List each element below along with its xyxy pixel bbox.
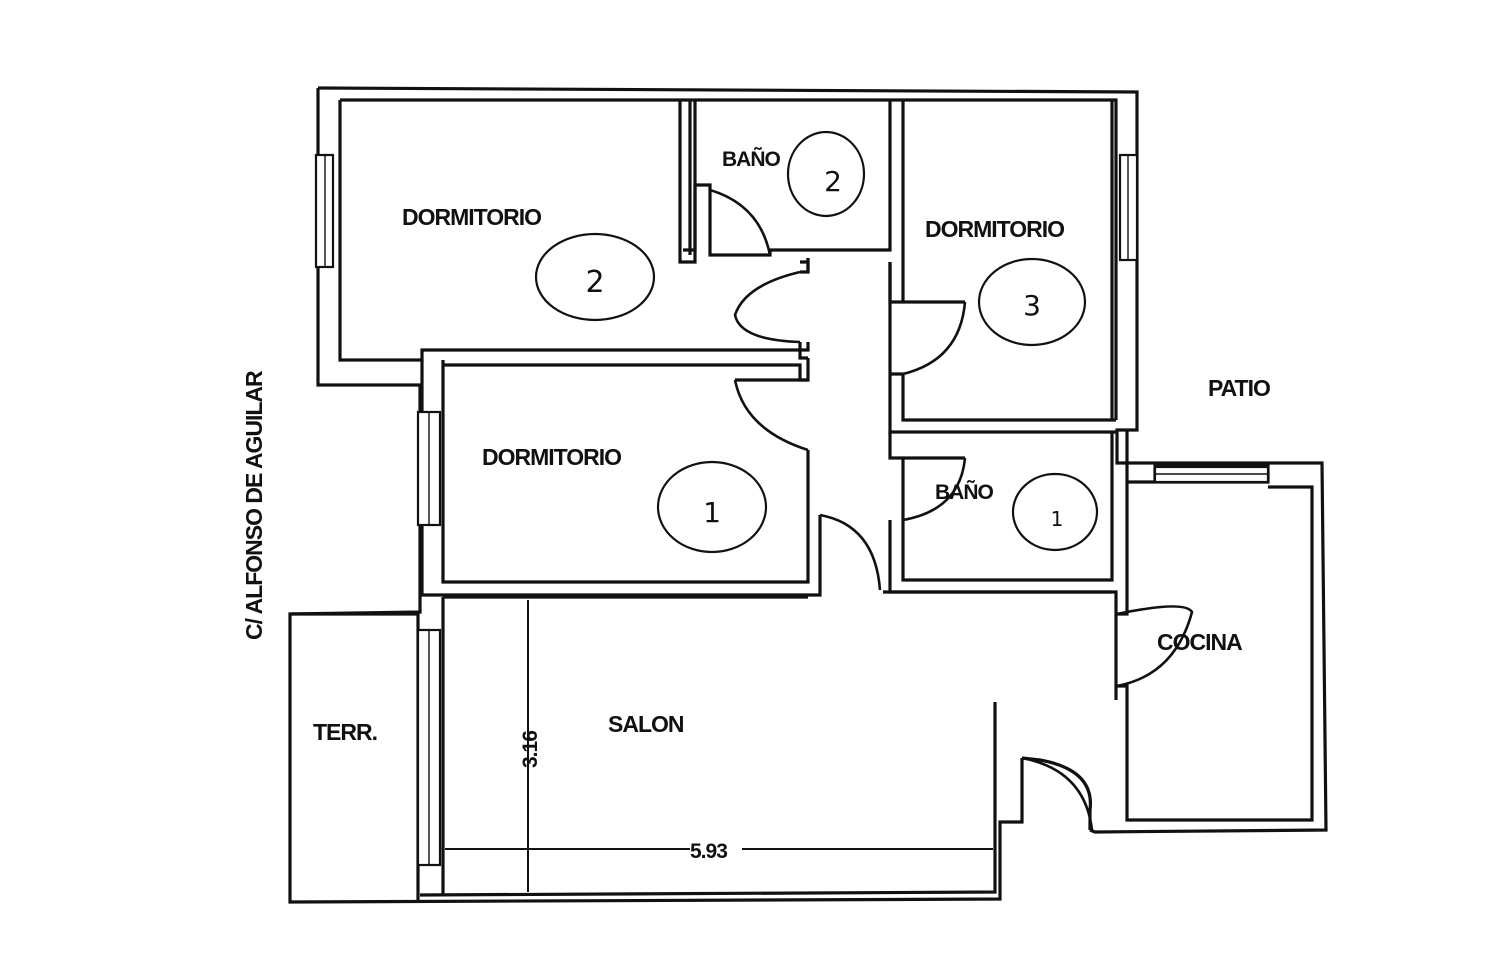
street-label: C/ ALFONSO DE AGUILAR: [241, 370, 267, 640]
room-cocina: COCINA: [1116, 430, 1314, 822]
corridor: [733, 258, 810, 382]
bano-1-number: 1: [1051, 507, 1064, 531]
bano-2-number: 2: [824, 165, 842, 198]
dormitorio-1-outer: [420, 360, 822, 597]
bano-1-door-swing: [902, 457, 967, 522]
salon-door-swing: [1021, 756, 1094, 831]
cocina-door-swing: [1116, 605, 1194, 688]
bano-1-walls: [888, 432, 1118, 700]
dimension-width-label: 5.93: [690, 840, 727, 863]
dormitorio-1-number-badge: [656, 460, 768, 554]
dormitorio-3-walls: [888, 100, 1116, 422]
outer-wall-inner-line-top: [340, 98, 1118, 420]
salon-entry-door-swing: [819, 513, 882, 591]
dormitorio-1-number: 1: [703, 496, 721, 529]
room-dormitorio-1: DORMITORIO 1: [420, 360, 882, 597]
cocina-label: COCINA: [1157, 629, 1242, 655]
dimension-height-label: 3.16: [519, 731, 542, 768]
dormitorio-1-door-swing: [733, 379, 809, 452]
bano-2-label: BAÑO: [722, 148, 780, 171]
bano-2-number-badge: [786, 130, 866, 218]
room-dormitorio-3: DORMITORIO 3: [888, 100, 1116, 434]
salon-label: SALON: [608, 711, 684, 737]
bano-2-door-swing: [709, 188, 772, 256]
terraza-walls: [290, 612, 420, 900]
room-bano-1: BAÑO 1: [888, 432, 1118, 700]
terraza-label: TERR.: [313, 719, 377, 745]
room-salon: SALON 3.16 5.93: [441, 590, 1112, 895]
salon-bottom-inner: [419, 702, 997, 897]
windows: [314, 153, 1139, 867]
outer-wall-left: [288, 88, 1024, 904]
room-dormitorio-2: DORMITORIO 2: [338, 100, 810, 362]
room-terraza: TERR.: [290, 612, 420, 900]
patio-label: PATIO: [1208, 375, 1270, 401]
dormitorio-2-door-swing: [733, 270, 801, 344]
dormitorio-3-number-badge: [977, 257, 1087, 347]
corridor-left-wall: [735, 258, 810, 382]
salon-walls: [441, 590, 1112, 895]
dormitorio-2-label: DORMITORIO: [402, 204, 541, 230]
dormitorio-3-label: DORMITORIO: [925, 216, 1064, 242]
dormitorio-2-number: 2: [585, 265, 604, 300]
dormitorio-2-walls: [338, 100, 810, 362]
dormitorio-1-walls: [441, 360, 810, 584]
dormitorio-1-label: DORMITORIO: [482, 444, 621, 470]
dormitorio-2-right-wall: [688, 100, 810, 360]
corridor-right-wall: [888, 262, 1116, 434]
dormitorio-2-number-badge: [534, 232, 656, 322]
cocina-walls: [1117, 430, 1314, 822]
room-bano-2: BAÑO 2: [683, 100, 892, 257]
bano-1-label: BAÑO: [935, 481, 993, 504]
dormitorio-3-number: 3: [1023, 289, 1041, 322]
dormitorio-3-door-swing: [902, 301, 967, 376]
bano-1-number-badge: [1011, 472, 1099, 552]
